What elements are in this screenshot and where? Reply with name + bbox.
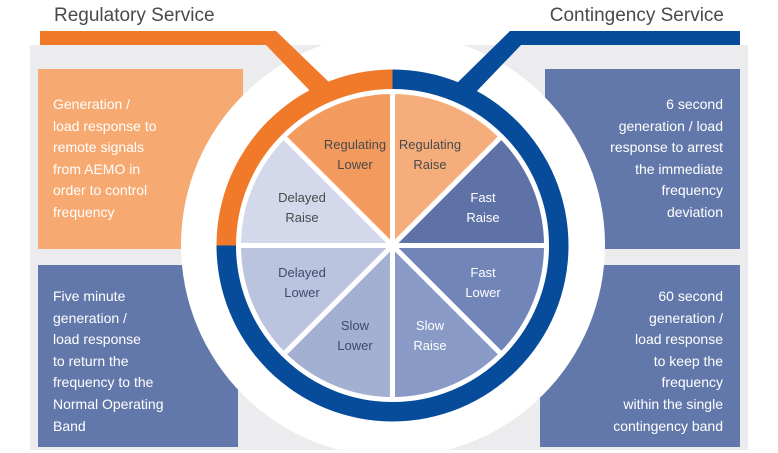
- segment-regulating-lower: [281, 89, 395, 248]
- segment-slow-raise: [390, 243, 504, 402]
- description-line: Normal Operating: [53, 395, 164, 412]
- description-line: to return the: [53, 352, 129, 369]
- description-line: Five minute: [53, 288, 126, 304]
- description-line: generation /: [53, 309, 127, 326]
- regulatory-ring: [216, 69, 393, 246]
- segment-label-line: Raise: [413, 156, 447, 172]
- delayed-description: Five minute generation / load response to r…: [53, 286, 164, 437]
- description-line: deviation: [666, 203, 723, 220]
- segment-label-line: Regulating: [398, 136, 462, 152]
- segment-regulating-raise: [390, 89, 504, 248]
- segment-label-line: Delayed: [278, 189, 326, 205]
- regulatory-connector: [40, 31, 333, 93]
- segment-label-line: Lower: [284, 285, 320, 300]
- pie: [236, 89, 549, 402]
- description-line: remote signals: [53, 139, 145, 156]
- segment-label-line: Slow: [340, 318, 370, 334]
- description-line: from AEMO in: [53, 160, 141, 177]
- contingency-connector: [454, 31, 740, 93]
- description-line: generation / load: [618, 117, 723, 134]
- description-line: load response to: [53, 117, 157, 134]
- description-line: load response: [53, 331, 141, 348]
- description-line: Generation /: [53, 96, 131, 112]
- description-line: contingency band: [613, 417, 723, 434]
- segment-delayed-raise: [236, 134, 395, 248]
- description-line: frequency: [661, 374, 723, 391]
- segment-label-line: Regulating: [323, 136, 387, 152]
- description-line: generation /: [649, 309, 723, 326]
- description-line: frequency: [661, 182, 723, 199]
- segment-label-line: Lower: [337, 338, 373, 354]
- slow-description: 60 second generation / load response to kee…: [613, 286, 723, 437]
- description-line: load response: [635, 331, 723, 348]
- regulatory-description: Generation / load response to remote signa…: [53, 94, 157, 224]
- segment-label-line: Delayed: [278, 265, 326, 280]
- regulatory-service-heading: Regulatory Service: [54, 5, 215, 26]
- segment-slow-lower: [281, 243, 395, 402]
- segment-label-line: Lower: [465, 285, 501, 300]
- segment-label-line: Raise: [285, 209, 319, 225]
- segment-label-line: Fast: [470, 189, 496, 205]
- description-line: the immediate: [635, 160, 723, 177]
- description-line: 60 second: [658, 288, 723, 304]
- segment-fast-raise: [390, 134, 549, 248]
- segment-fast-lower: [390, 243, 549, 357]
- segment-label-line: Raise: [413, 338, 447, 354]
- description-line: 6 second: [666, 96, 723, 112]
- description-line: frequency to the: [53, 374, 154, 391]
- description-line: Band: [53, 417, 86, 434]
- segment-label-line: Raise: [466, 209, 500, 225]
- description-line: frequency: [53, 203, 115, 220]
- segment-label-line: Fast: [470, 265, 496, 280]
- description-line: to keep the: [653, 352, 723, 369]
- segment-label-line: Slow: [415, 318, 445, 334]
- fast-description: 6 second generation / load response to arr…: [610, 94, 723, 224]
- contingency-service-heading: Contingency Service: [549, 5, 724, 26]
- segment-label-line: Lower: [337, 156, 373, 172]
- description-line: response to arrest: [610, 139, 723, 156]
- description-line: within the single: [623, 395, 723, 412]
- description-line: order to control: [53, 182, 148, 199]
- segment-delayed-lower: [236, 243, 395, 357]
